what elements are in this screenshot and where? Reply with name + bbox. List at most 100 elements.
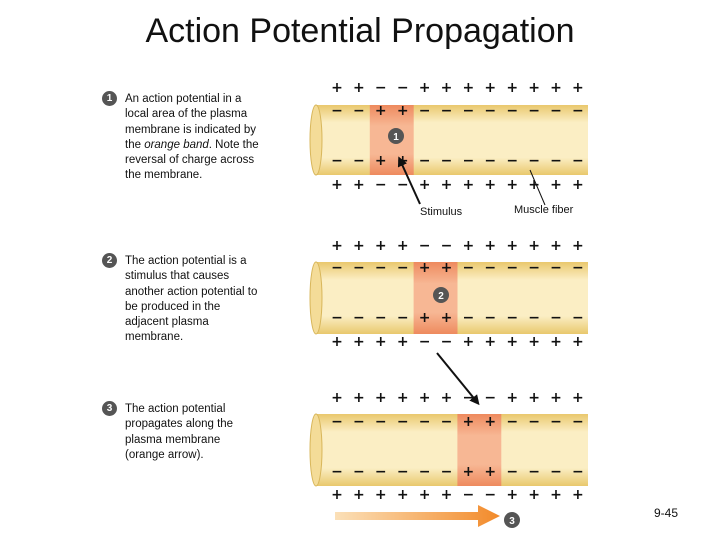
plus-charge: + bbox=[353, 177, 365, 193]
minus-charge: − bbox=[353, 260, 365, 276]
plus-charge: + bbox=[484, 464, 496, 480]
plus-charge: + bbox=[353, 487, 365, 503]
minus-charge: − bbox=[375, 414, 387, 430]
plus-charge: + bbox=[419, 310, 431, 326]
plus-charge: + bbox=[550, 390, 562, 406]
muscle-fiber-1: ++−−++++++++−−++−−−−−−−−−−++−−−−−−−−++−−… bbox=[309, 80, 588, 193]
minus-charge: − bbox=[419, 464, 431, 480]
plus-charge: + bbox=[331, 390, 343, 406]
minus-charge: − bbox=[528, 414, 540, 430]
plus-charge: + bbox=[550, 177, 562, 193]
plus-charge: + bbox=[528, 487, 540, 503]
step-1-text: An action potential in a local area of t… bbox=[125, 92, 265, 184]
plus-charge: + bbox=[506, 334, 518, 350]
minus-charge: − bbox=[331, 103, 343, 119]
plus-charge: + bbox=[572, 487, 584, 503]
minus-charge: − bbox=[375, 464, 387, 480]
minus-charge: − bbox=[550, 414, 562, 430]
fiber-3-badge-text: 3 bbox=[509, 516, 515, 527]
minus-charge: − bbox=[572, 153, 584, 169]
plus-charge: + bbox=[550, 334, 562, 350]
plus-charge: + bbox=[441, 80, 453, 96]
minus-charge: − bbox=[484, 487, 496, 503]
plus-charge: + bbox=[506, 238, 518, 254]
plus-charge: + bbox=[484, 414, 496, 430]
minus-charge: − bbox=[397, 177, 409, 193]
propagation-arrow bbox=[335, 505, 500, 527]
stimulus-arrow-2 bbox=[436, 352, 480, 406]
plus-charge: + bbox=[353, 238, 365, 254]
fiber-end-cap bbox=[309, 104, 323, 176]
plus-charge: + bbox=[441, 390, 453, 406]
plus-charge: + bbox=[375, 334, 387, 350]
plus-charge: + bbox=[375, 487, 387, 503]
stimulus-arrow-1 bbox=[397, 156, 421, 205]
minus-charge: − bbox=[419, 414, 431, 430]
minus-charge: − bbox=[441, 153, 453, 169]
minus-charge: − bbox=[331, 310, 343, 326]
plus-charge: + bbox=[463, 238, 475, 254]
minus-charge: − bbox=[528, 260, 540, 276]
plus-charge: + bbox=[528, 238, 540, 254]
minus-charge: − bbox=[441, 334, 453, 350]
fiber-end-cap bbox=[309, 413, 323, 487]
plus-charge: + bbox=[331, 80, 343, 96]
muscle-fiber-pointer bbox=[529, 169, 546, 206]
minus-charge: − bbox=[463, 487, 475, 503]
minus-charge: − bbox=[441, 103, 453, 119]
plus-charge: + bbox=[463, 464, 475, 480]
minus-charge: − bbox=[441, 464, 453, 480]
minus-charge: − bbox=[419, 238, 431, 254]
plus-charge: + bbox=[441, 177, 453, 193]
plus-charge: + bbox=[331, 334, 343, 350]
minus-charge: − bbox=[397, 260, 409, 276]
minus-charge: − bbox=[331, 464, 343, 480]
plus-charge: + bbox=[572, 390, 584, 406]
plus-charge: + bbox=[419, 260, 431, 276]
plus-charge: + bbox=[463, 334, 475, 350]
minus-charge: − bbox=[484, 103, 496, 119]
minus-charge: − bbox=[506, 103, 518, 119]
plus-charge: + bbox=[528, 80, 540, 96]
plus-charge: + bbox=[397, 390, 409, 406]
plus-charge: + bbox=[375, 153, 387, 169]
minus-charge: − bbox=[353, 310, 365, 326]
minus-charge: − bbox=[550, 103, 562, 119]
step-2-badge: 2 bbox=[102, 253, 117, 268]
plus-charge: + bbox=[353, 80, 365, 96]
minus-charge: − bbox=[484, 153, 496, 169]
plus-charge: + bbox=[528, 390, 540, 406]
plus-charge: + bbox=[572, 238, 584, 254]
plus-charge: + bbox=[572, 80, 584, 96]
minus-charge: − bbox=[375, 310, 387, 326]
minus-charge: − bbox=[550, 310, 562, 326]
plus-charge: + bbox=[441, 310, 453, 326]
minus-charge: − bbox=[375, 80, 387, 96]
action-potential-band bbox=[457, 414, 502, 486]
plus-charge: + bbox=[331, 177, 343, 193]
plus-charge: + bbox=[484, 238, 496, 254]
minus-charge: − bbox=[484, 390, 496, 406]
fiber-1-badge: 1 bbox=[388, 128, 404, 144]
plus-charge: + bbox=[397, 103, 409, 119]
plus-charge: + bbox=[463, 80, 475, 96]
minus-charge: − bbox=[528, 310, 540, 326]
minus-charge: − bbox=[353, 464, 365, 480]
plus-charge: + bbox=[506, 177, 518, 193]
minus-charge: − bbox=[331, 414, 343, 430]
minus-charge: − bbox=[397, 80, 409, 96]
slide-number: 9-45 bbox=[653, 506, 678, 520]
minus-charge: − bbox=[353, 414, 365, 430]
plus-charge: + bbox=[528, 334, 540, 350]
minus-charge: − bbox=[550, 260, 562, 276]
plus-charge: + bbox=[419, 487, 431, 503]
plus-charge: + bbox=[397, 334, 409, 350]
minus-charge: − bbox=[353, 103, 365, 119]
muscle-fiber-label: Muscle fiber bbox=[514, 204, 574, 216]
plus-charge: + bbox=[331, 238, 343, 254]
minus-charge: − bbox=[528, 153, 540, 169]
step-1-text-em: orange band bbox=[144, 138, 209, 151]
minus-charge: − bbox=[506, 310, 518, 326]
fiber-2-badge: 2 bbox=[433, 287, 449, 303]
